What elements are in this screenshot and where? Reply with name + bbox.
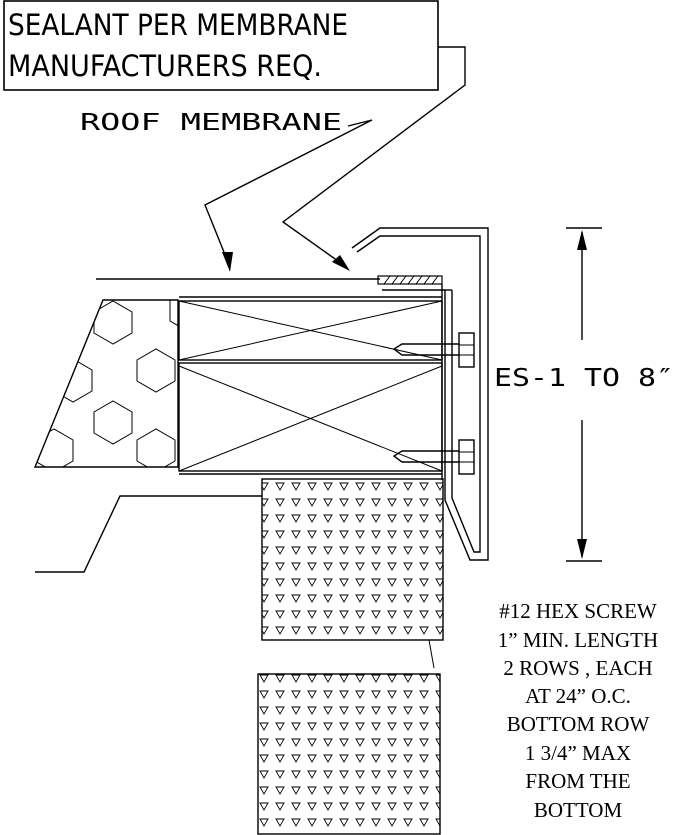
masonry-block-lower bbox=[257, 673, 441, 835]
sealant-leader-arrowhead bbox=[332, 255, 350, 271]
roof-membrane-label: ROOF MEMBRANE bbox=[80, 110, 342, 136]
dimension-line bbox=[566, 227, 602, 562]
block-break-line bbox=[428, 639, 435, 669]
dimension-label: ES-1 TO 8″ bbox=[494, 363, 674, 392]
screw-note: #12 HEX SCREW 1” MIN. LENGTH 2 ROWS , EA… bbox=[498, 599, 658, 822]
hex-screw-bottom bbox=[392, 439, 475, 475]
roof-membrane-leader bbox=[204, 119, 373, 263]
roof-membrane-arrowhead bbox=[222, 252, 233, 272]
screw-note-line: 1” MIN. LENGTH bbox=[498, 628, 658, 652]
screw-note-line: AT 24” O.C. bbox=[525, 684, 631, 708]
sealant-callout-line2: MANUFACTURERS REQ. bbox=[8, 49, 322, 83]
edge-flashing-profile bbox=[351, 227, 489, 561]
screw-note-line: FROM THE bbox=[525, 769, 630, 793]
screw-note-line: 1 3/4” MAX bbox=[525, 741, 631, 765]
masonry-block-upper bbox=[261, 478, 444, 641]
roof-membrane-dash bbox=[347, 119, 373, 127]
sealant-leader bbox=[281, 46, 466, 267]
wood-nailer-top bbox=[178, 300, 443, 361]
screw-note-line: BOTTOM ROW bbox=[507, 712, 650, 736]
screw-note-line: BOTTOM bbox=[534, 798, 623, 822]
screw-note-line: #12 HEX SCREW bbox=[499, 599, 657, 623]
sealant-callout-box bbox=[3, 0, 439, 91]
wood-nailer-bottom bbox=[178, 362, 443, 472]
sealant-strip bbox=[377, 275, 443, 285]
sealant-callout-line1: SEALANT PER MEMBRANE bbox=[8, 8, 348, 42]
hex-screw-top bbox=[392, 332, 475, 368]
deck-line bbox=[35, 495, 262, 573]
screw-note-line: 2 ROWS , EACH bbox=[503, 656, 652, 680]
rigid-insulation bbox=[33, 299, 179, 468]
